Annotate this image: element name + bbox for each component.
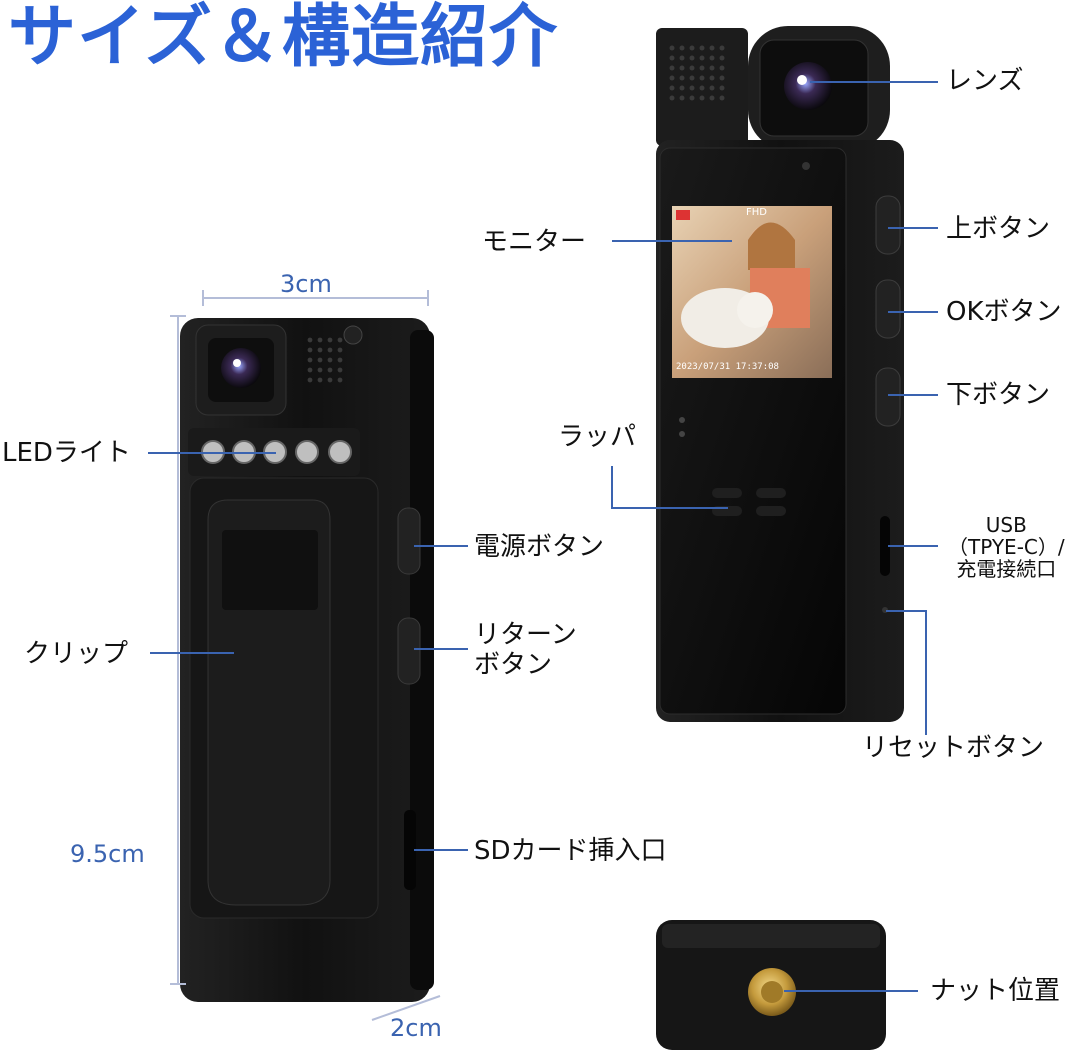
label-speaker: ラッパ	[558, 422, 637, 452]
label-return-button: リターン ボタン	[474, 620, 577, 680]
label-usb-line3: 充電接続口	[956, 557, 1057, 581]
dimension-depth-label: 2cm	[390, 1014, 442, 1042]
label-sd-slot: SDカード挿入口	[474, 836, 667, 866]
dimension-width-label: 3cm	[280, 270, 332, 298]
callout-lines	[148, 81, 938, 992]
label-reset-button: リセットボタン	[862, 733, 1045, 763]
label-clip: クリップ	[24, 639, 129, 669]
label-nut-position: ナット位置	[930, 976, 1061, 1006]
label-monitor: モニター	[482, 227, 587, 257]
label-usb-port: USB （TPYE-C）/ 充電接続口	[948, 514, 1065, 580]
label-down-button: 下ボタン	[946, 380, 1051, 410]
label-led-light: LEDライト	[2, 438, 131, 468]
label-return-line2: ボタン	[474, 650, 553, 680]
dimension-height-label: 9.5cm	[70, 840, 145, 868]
page-title: サイズ＆構造紹介	[8, 0, 558, 77]
screen-timestamp: 2023/07/31 17:37:08	[676, 362, 779, 372]
device-front-view	[656, 26, 904, 722]
label-up-button: 上ボタン	[946, 214, 1051, 244]
label-power-button: 電源ボタン	[474, 532, 605, 562]
screen-resolution-badge: FHD	[746, 207, 767, 218]
label-usb-line1: USB	[985, 513, 1027, 537]
label-ok-button: OKボタン	[946, 297, 1062, 327]
label-lens: レンズ	[946, 66, 1024, 96]
device-bottom-view	[656, 920, 886, 1050]
device-back-view	[180, 318, 434, 1002]
label-return-line1: リターン	[474, 620, 577, 650]
label-usb-line2: （TPYE-C）/	[948, 535, 1065, 559]
dimension-lines	[170, 290, 441, 1021]
